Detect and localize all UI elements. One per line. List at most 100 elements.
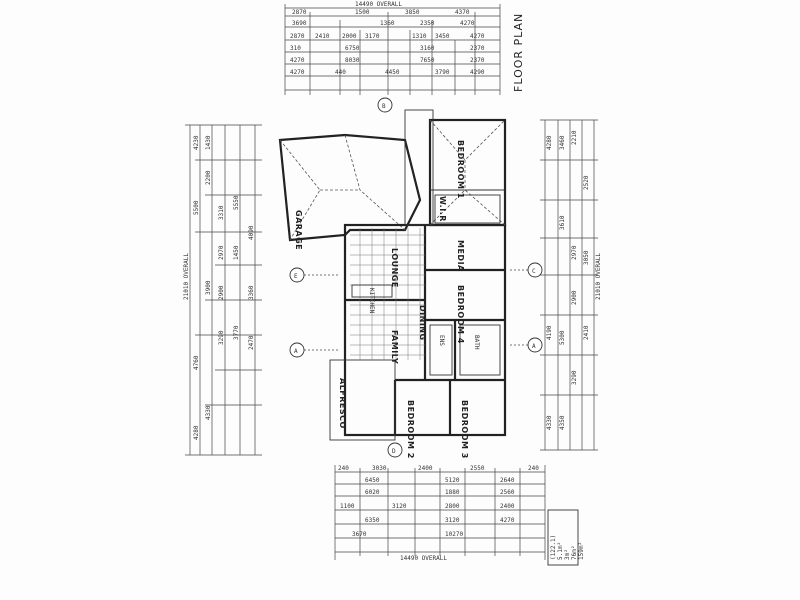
bottom-dim: 6450 xyxy=(365,477,380,484)
right-dim: 2520 xyxy=(583,175,590,190)
left-dim: 4330 xyxy=(205,405,212,420)
alfresco-outline xyxy=(329,359,396,441)
right-dim: 2970 xyxy=(571,245,578,260)
grid-marker-a-left: A xyxy=(294,348,298,355)
top-dim: 1360 xyxy=(380,20,395,27)
room-label-bedroom1: BEDROOM 1 xyxy=(456,140,465,199)
bottom-dim: 3120 xyxy=(392,503,407,510)
top-dim: 3160 xyxy=(420,45,435,52)
room-label-family: FAMILY xyxy=(390,330,399,364)
right-dim: 4330 xyxy=(546,415,553,430)
room-label-garage: GARAGE xyxy=(294,210,303,250)
top-dim: 8030 xyxy=(345,57,360,64)
left-dimension-strings: 21010 OVERALL 4230 5500 1430 2200 3310 2… xyxy=(183,124,262,456)
top-dim: 310 xyxy=(290,45,301,52)
bottom-dim: 6020 xyxy=(365,489,380,496)
room-label-lounge: LOUNGE xyxy=(390,248,399,288)
top-dimension-strings: 14490 OVERALL 2870 1500 3850 4370 3690 1… xyxy=(284,1,501,95)
bottom-dim: 10270 xyxy=(445,531,463,538)
floor-plan-title: FLOOR PLAN xyxy=(512,13,525,92)
left-dim: 4230 xyxy=(193,135,200,150)
top-dim: 3690 xyxy=(292,20,307,27)
top-dim: 3170 xyxy=(365,33,380,40)
room-labels: GARAGE BEDROOM 1 W.I.R MEDIA BEDROOM 4 L… xyxy=(294,140,480,459)
room-label-kitchen: KITCHEN xyxy=(368,288,375,314)
right-dim: 2900 xyxy=(571,290,578,305)
top-dim: 4450 xyxy=(385,69,400,76)
top-dim: 6750 xyxy=(345,45,360,52)
bottom-dim: 2550 xyxy=(470,465,485,472)
bottom-dim: 4270 xyxy=(500,517,515,524)
overall-bottom-label: 14490 OVERALL xyxy=(400,555,447,562)
building-outline xyxy=(278,109,507,441)
bottom-dim: 2640 xyxy=(500,477,515,484)
grid-marker-d: D xyxy=(392,448,396,455)
room-label-bedroom2: BEDROOM 2 xyxy=(406,400,415,459)
right-dim: 4190 xyxy=(546,325,553,340)
room-label-dining: DINING xyxy=(418,305,427,341)
right-dim: 2410 xyxy=(583,325,590,340)
area-summary-block: (122.1) 5.1m² 3m² 76m² 159m² xyxy=(547,509,585,566)
right-dim: 5300 xyxy=(559,330,566,345)
bottom-dim: 3670 xyxy=(352,531,367,538)
top-dim: 440 xyxy=(335,69,346,76)
left-dim: 2200 xyxy=(205,170,212,185)
left-dim: 1430 xyxy=(205,135,212,150)
room-label-bedroom3: BEDROOM 3 xyxy=(460,400,469,459)
top-dim: 2410 xyxy=(315,33,330,40)
overall-right-label: 21010 OVERALL xyxy=(595,253,602,300)
room-label-media: MEDIA xyxy=(456,240,465,272)
area-line: (122.1) xyxy=(550,535,557,560)
bottom-dim: 3030 xyxy=(372,465,387,472)
right-dim: 3460 xyxy=(559,135,566,150)
grid-marker-b: B xyxy=(382,103,386,110)
area-line: 5.1m² xyxy=(557,542,564,560)
top-dim: 1310 xyxy=(412,33,427,40)
left-dim: 2470 xyxy=(248,335,255,350)
top-dim: 4270 xyxy=(470,33,485,40)
top-dim: 2370 xyxy=(470,45,485,52)
bedroom1-walls xyxy=(428,118,507,227)
top-dim: 2000 xyxy=(342,33,357,40)
right-dim: 4350 xyxy=(559,415,566,430)
right-dim: 3610 xyxy=(559,215,566,230)
bottom-dim: 240 xyxy=(338,465,349,472)
top-dim: 3450 xyxy=(435,33,450,40)
top-dim: 4270 xyxy=(290,69,305,76)
left-dim: 3310 xyxy=(218,205,225,220)
area-line: 3m² xyxy=(564,549,571,560)
top-dim: 3790 xyxy=(435,69,450,76)
left-dim: 4760 xyxy=(193,355,200,370)
tiled-floor-pattern xyxy=(350,228,425,360)
grid-marker-c: C xyxy=(532,268,536,275)
bottom-dim: 1100 xyxy=(340,503,355,510)
top-dim: 4290 xyxy=(470,69,485,76)
left-dim: 4280 xyxy=(193,425,200,440)
bottom-dim: 1880 xyxy=(445,489,460,496)
bottom-dim: 2400 xyxy=(500,503,515,510)
right-dim: 3050 xyxy=(583,250,590,265)
left-dim: 5500 xyxy=(193,200,200,215)
left-dim: 5550 xyxy=(233,195,240,210)
room-label-bath: BATH xyxy=(473,335,480,350)
bottom-dim: 6350 xyxy=(365,517,380,524)
left-dim: 2970 xyxy=(218,245,225,260)
room-label-bedroom4: BEDROOM 4 xyxy=(456,285,465,344)
left-dim: 4090 xyxy=(248,225,255,240)
top-dim: 2870 xyxy=(290,33,305,40)
top-dim: 2350 xyxy=(420,20,435,27)
top-dim: 2370 xyxy=(470,57,485,64)
top-dim: 4270 xyxy=(290,57,305,64)
right-dimension-strings: 21010 OVERALL 4280 3460 2210 2520 3610 2… xyxy=(540,119,602,451)
top-dim: 1500 xyxy=(355,9,370,16)
left-dim: 3770 xyxy=(233,325,240,340)
grid-marker-e: E xyxy=(294,273,298,280)
grid-markers: B E A C A D xyxy=(289,97,543,458)
area-line: 159m² xyxy=(578,542,585,560)
top-dim: 4370 xyxy=(455,9,470,16)
room-label-ens: ENS xyxy=(438,335,445,346)
room-label-alfresco: ALFRESCO xyxy=(338,378,347,429)
left-dim: 1450 xyxy=(233,245,240,260)
